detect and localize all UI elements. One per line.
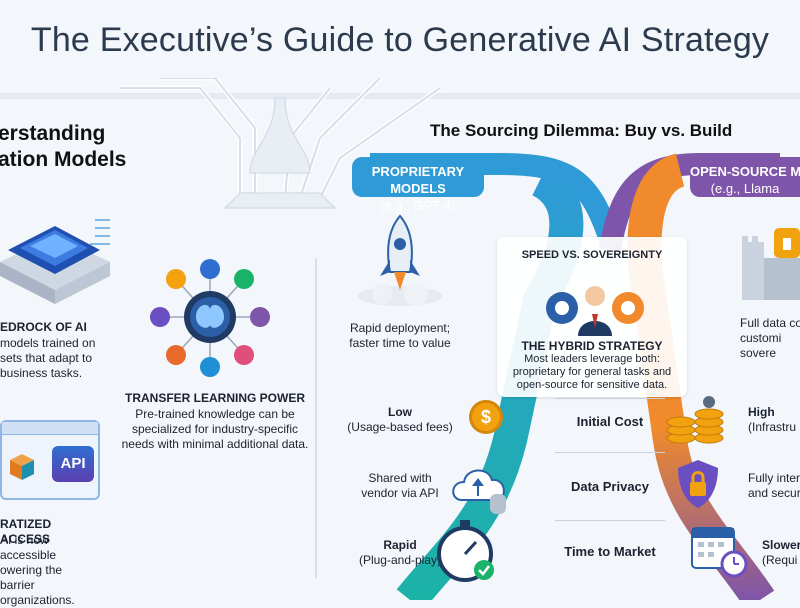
brain-network-icon [150, 259, 270, 377]
hybrid-description: Most leaders leverage both: proprietary … [497, 353, 687, 392]
cost-right-sub: (Infrastru [748, 420, 797, 434]
full-data-line2: customi [740, 331, 782, 345]
full-data-line3: sovere [740, 346, 777, 360]
gears-person-icon [546, 286, 644, 336]
microchip-icon [0, 219, 110, 304]
proprietary-line2: (e.g., GPT-4) [380, 198, 456, 213]
opensource-line1: OPEN-SOURCE M [690, 164, 800, 179]
cost-right-text: High (Infrastru [748, 405, 800, 435]
access-line3: organizations. [0, 593, 75, 607]
time-right-sub: (Requi [762, 553, 798, 567]
opensource-line2: (e.g., Llama [710, 181, 780, 196]
shield-lock-icon [678, 460, 718, 508]
page-title: The Executive’s Guide to Generative AI S… [30, 21, 770, 59]
privacy-right-text: Fully inter and secur [748, 471, 800, 500]
cost-left-text: Low (Usage-based fees) [340, 405, 460, 435]
rocket-icon [358, 214, 442, 306]
access-description: AI is now accessible owering the barrier… [0, 533, 100, 608]
header-divider [0, 93, 800, 99]
bedrock-line3: business tasks. [0, 366, 83, 380]
rapid-deploy-line2: faster time to value [349, 336, 451, 350]
hybrid-line1: Most leaders leverage both: [524, 353, 660, 365]
hybrid-strategy-card [497, 237, 687, 397]
hybrid-title: THE HYBRID STRATEGY [521, 339, 663, 353]
hybrid-line3: open-source for sensitive data. [516, 379, 668, 391]
transfer-line1: Pre-trained knowledge can be [135, 407, 295, 421]
cloud-upload-icon [452, 469, 506, 514]
api-badge: API [52, 446, 94, 482]
funnel-graphic [120, 78, 442, 210]
transfer-description: Pre-trained knowledge can be specialized… [120, 407, 310, 452]
bedrock-line2: sets that adapt to [0, 351, 93, 365]
initial-cost-label: Initial Cost [576, 414, 644, 429]
api-window-icon: API [0, 420, 100, 500]
cost-left-sub: (Usage-based fees) [347, 420, 453, 434]
access-title: RATIZED ACCESS [0, 517, 52, 546]
row-divider [555, 452, 665, 453]
proprietary-line1: PROPRIETARY MODELS [371, 164, 465, 196]
time-left-sub: (Plug-and-play) [358, 553, 442, 567]
calendar-clock-icon [691, 527, 748, 578]
cubes-icon [10, 454, 34, 480]
speed-vs-sovereignty-label: SPEED VS. SOVEREIGNTY [521, 249, 663, 261]
sourcing-heading: The Sourcing Dilemma: Buy vs. Build [430, 121, 733, 140]
dollar-coin-icon: $ [469, 400, 503, 434]
time-to-market-label: Time to Market [564, 544, 656, 559]
full-data-line1: Full data co [740, 316, 800, 330]
bedrock-title: EDROCK OF AI [0, 320, 87, 334]
cost-left-value: Low [388, 405, 412, 419]
left-heading: erstanding ation Models [0, 121, 126, 173]
row-divider [555, 520, 665, 521]
left-heading-line1: erstanding [0, 122, 106, 145]
bedrock-line1: models trained on [0, 336, 96, 350]
rapid-deploy-line1: Rapid deployment; [349, 321, 451, 335]
full-data-text: Full data co customi sovere [740, 316, 800, 361]
hybrid-line2: proprietary for general tasks and [512, 366, 672, 378]
bedrock-description: models trained on sets that adapt to bus… [0, 336, 100, 381]
left-heading-line2: ation Models [0, 148, 127, 171]
access-line1: AI is now accessible [0, 533, 57, 562]
castle-lock-icon [742, 228, 800, 300]
privacy-left-text: Shared with vendor via API [361, 471, 439, 500]
stopwatch-icon [437, 520, 494, 582]
opensource-models-label: OPEN-SOURCE M (e.g., Llama [690, 157, 800, 197]
api-window-titlebar [2, 422, 98, 435]
data-privacy-label: Data Privacy [570, 479, 650, 494]
coin-stack-icon [666, 396, 724, 444]
time-left-text: Rapid (Plug-and-play) [340, 538, 460, 568]
time-right-value: Slower [762, 538, 800, 552]
transfer-title: TRANSFER LEARNING POWER [125, 391, 305, 405]
time-left-value: Rapid [383, 538, 417, 552]
transfer-line3: needs with minimal additional data. [121, 437, 309, 451]
rapid-deployment-text: Rapid deployment; faster time to value [340, 321, 460, 351]
section-divider [315, 258, 317, 578]
cost-right-value: High [748, 405, 775, 419]
time-right-text: Slower (Requi [762, 538, 800, 568]
row-divider [555, 398, 665, 399]
proprietary-models-label: PROPRIETARY MODELS (e.g., GPT-4) [352, 157, 484, 213]
access-line2: owering the barrier [0, 563, 63, 592]
transfer-line2: specialized for industry-specific [131, 422, 299, 436]
